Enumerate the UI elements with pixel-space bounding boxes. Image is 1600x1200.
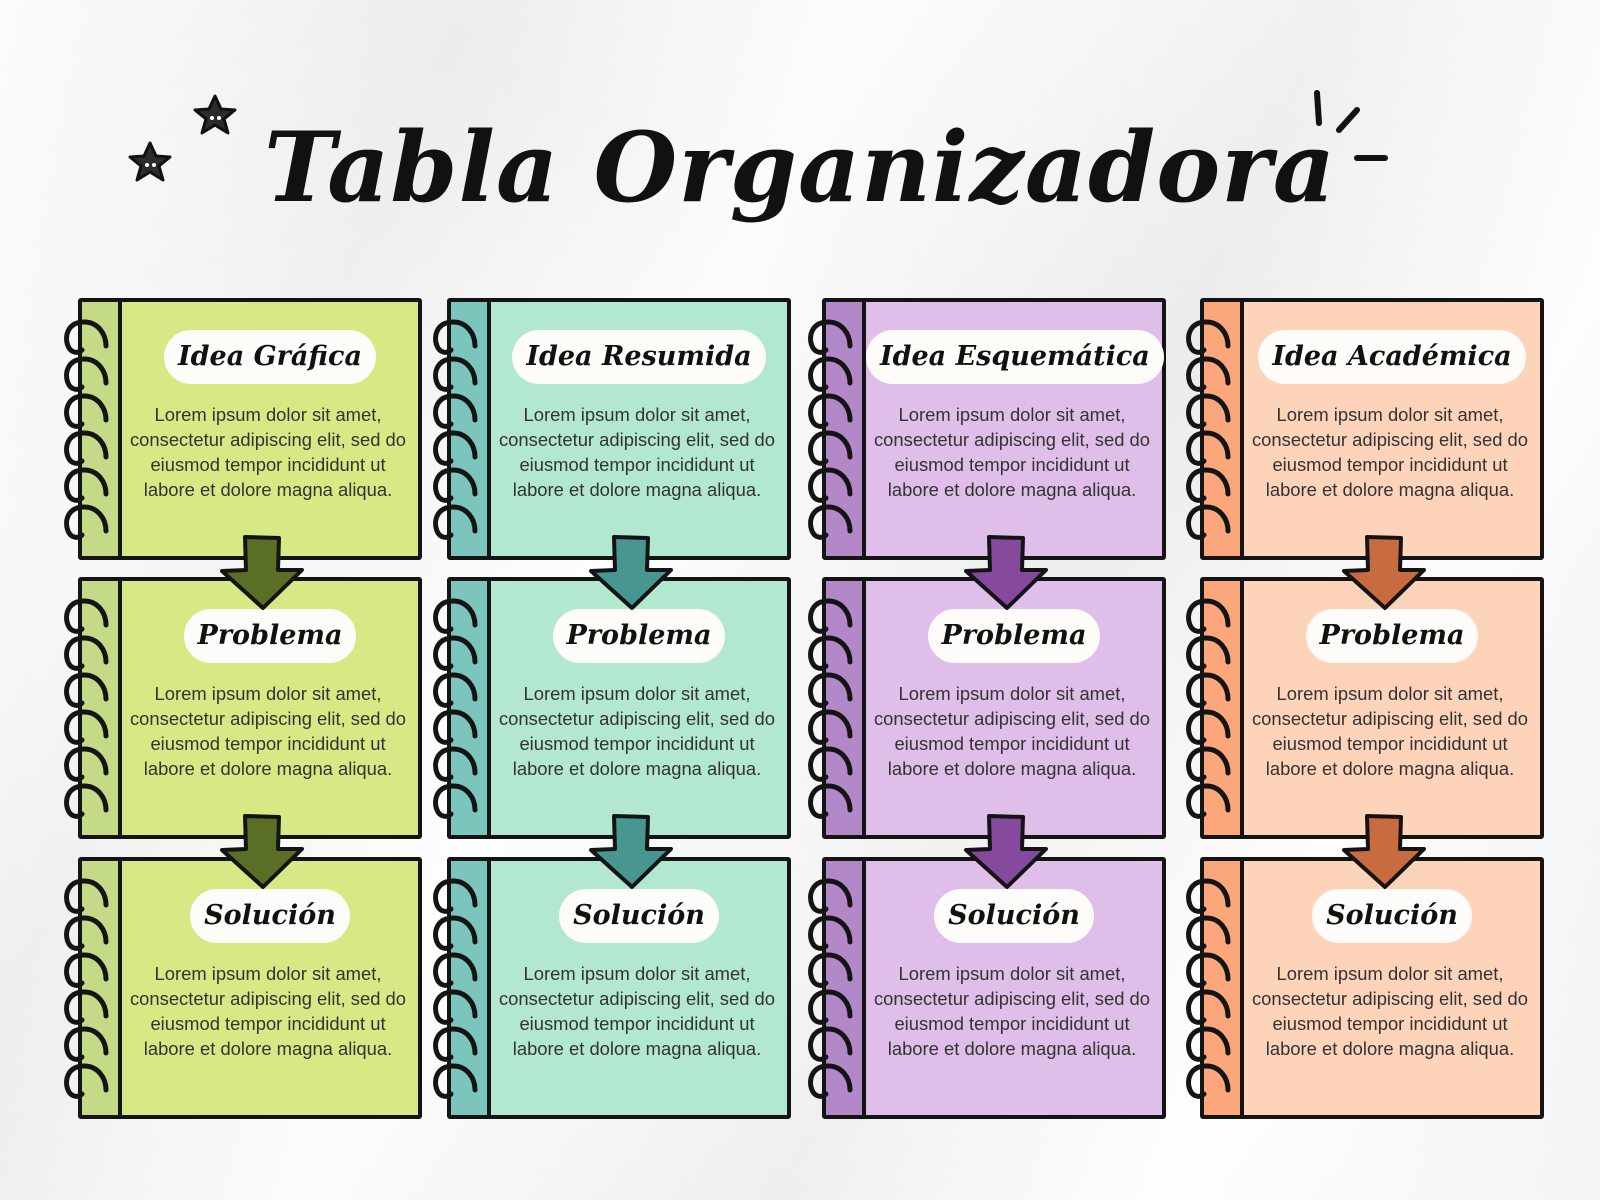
spiral-binding <box>1186 878 1231 1099</box>
card-body-text: Lorem ipsum dolor sit amet, consectetur … <box>873 404 1151 500</box>
spiral-binding <box>64 878 109 1099</box>
card-heading: Solución <box>559 889 719 943</box>
stars-doodle <box>128 94 237 182</box>
page-title: Tabla Organizadora <box>263 111 1337 224</box>
down-arrow-icon <box>220 814 304 889</box>
card-body-text: Lorem ipsum dolor sit amet, consectetur … <box>873 683 1151 779</box>
card-heading: Idea Gráfica <box>164 330 376 384</box>
down-arrow-icon <box>1342 814 1426 889</box>
down-arrow-icon <box>220 535 304 610</box>
card-heading: Problema <box>927 609 1101 663</box>
card-heading: Solución <box>190 889 350 943</box>
card-heading: Idea Resumida <box>512 330 766 384</box>
spiral-binding <box>64 598 109 819</box>
card-heading: Solución <box>934 889 1094 943</box>
card-body-text: Lorem ipsum dolor sit amet, consectetur … <box>873 963 1151 1059</box>
card-body-text: Lorem ipsum dolor sit amet, consectetur … <box>498 683 776 779</box>
card-heading: Problema <box>183 609 357 663</box>
spiral-binding <box>433 878 478 1099</box>
down-arrow-icon <box>1342 535 1426 610</box>
down-arrow-icon <box>964 535 1048 610</box>
card-body-text: Lorem ipsum dolor sit amet, consectetur … <box>1251 404 1529 500</box>
spiral-binding <box>433 598 478 819</box>
down-arrow-icon <box>589 535 673 610</box>
spiral-binding <box>808 598 853 819</box>
card-body-text: Lorem ipsum dolor sit amet, consectetur … <box>129 683 407 779</box>
card-heading: Problema <box>1305 609 1479 663</box>
spiral-binding <box>433 319 478 540</box>
down-arrow-icon <box>964 814 1048 889</box>
card-heading: Idea Esquemática <box>866 330 1164 384</box>
card-heading: Idea Académica <box>1258 330 1526 384</box>
spiral-binding <box>808 878 853 1099</box>
spiral-binding <box>1186 598 1231 819</box>
card-body-text: Lorem ipsum dolor sit amet, consectetur … <box>1251 963 1529 1059</box>
spiral-binding <box>64 319 109 540</box>
spiral-binding <box>1186 319 1231 540</box>
card-heading: Solución <box>1312 889 1472 943</box>
card-body-text: Lorem ipsum dolor sit amet, consectetur … <box>498 963 776 1059</box>
card-body-text: Lorem ipsum dolor sit amet, consectetur … <box>498 404 776 500</box>
card-heading: Problema <box>552 609 726 663</box>
card-body-text: Lorem ipsum dolor sit amet, consectetur … <box>129 404 407 500</box>
spiral-binding <box>808 319 853 540</box>
sparkle-lines-doodle <box>1314 90 1388 161</box>
card-body-text: Lorem ipsum dolor sit amet, consectetur … <box>129 963 407 1059</box>
down-arrow-icon <box>589 814 673 889</box>
card-body-text: Lorem ipsum dolor sit amet, consectetur … <box>1251 683 1529 779</box>
